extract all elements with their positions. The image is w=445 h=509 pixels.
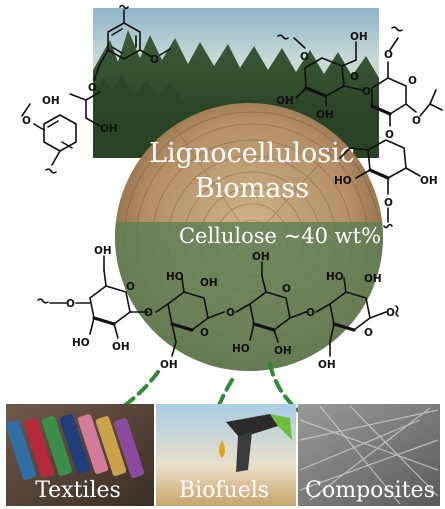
atom-HO: HO xyxy=(72,337,90,349)
atom-O: O xyxy=(306,307,315,319)
atom-O: O xyxy=(282,283,291,295)
atom-OH: OH xyxy=(94,245,112,257)
atom-O: O xyxy=(350,71,359,83)
atom-OH: OH xyxy=(252,251,270,263)
cellulose-subtitle: Cellulose ~40 wt% xyxy=(179,224,381,248)
atom-O: O xyxy=(22,115,31,127)
panel-biofuels: Biofuels xyxy=(156,404,296,506)
atom-O: O xyxy=(364,327,373,339)
atom-O: O xyxy=(386,307,395,319)
atom-O: O xyxy=(384,197,393,209)
atom-OH: OH xyxy=(350,31,368,43)
atom-OH: OH xyxy=(420,175,438,187)
atom-OH: OH xyxy=(364,273,382,285)
title-line1: Lignocellulosic xyxy=(149,138,355,169)
atom-HO: HO xyxy=(232,343,250,355)
panel-label-composites: Composites xyxy=(305,478,435,503)
atom-O: O xyxy=(200,327,209,339)
atom-O: O xyxy=(150,54,159,66)
atom-OH: OH xyxy=(100,123,118,135)
atom-HO: HO xyxy=(326,271,344,283)
atom-O: O xyxy=(412,115,421,127)
hemicellulose-fragment: O OH O OH OH O O O O O HO OH xyxy=(276,26,443,229)
cellulose-chain: O OH O HO OH O HO OH O OH O OH O xyxy=(37,245,399,371)
atom-O: O xyxy=(144,307,153,319)
atom-HO: HO xyxy=(166,271,184,283)
atom-O: O xyxy=(226,307,235,319)
panel-textiles: Textiles xyxy=(5,404,154,506)
atom-OH: OH xyxy=(200,277,218,289)
atom-O: O xyxy=(362,86,371,98)
atom-O: O xyxy=(300,51,309,63)
panel-composites: Composites xyxy=(298,404,440,506)
atom-OH: OH xyxy=(42,95,60,107)
atom-OH: OH xyxy=(160,359,178,371)
atom-OH: OH xyxy=(274,345,292,357)
atom-OH: OH xyxy=(318,359,336,371)
title-line2: Biomass xyxy=(195,173,309,204)
atom-OH: OH xyxy=(276,95,294,107)
atom-OH: OH xyxy=(316,109,334,121)
atom-OH: OH xyxy=(112,341,130,353)
panel-label-textiles: Textiles xyxy=(35,478,121,503)
atom-O: O xyxy=(384,49,393,61)
lignin-fragment: O O OH OH O xyxy=(21,4,171,174)
panel-label-biofuels: Biofuels xyxy=(179,478,269,503)
atom-O: O xyxy=(126,281,135,293)
atom-O: O xyxy=(385,129,394,141)
atom-HO: HO xyxy=(334,175,352,187)
atom-O: O xyxy=(66,298,75,310)
atom-O: O xyxy=(408,75,417,87)
atom-O: O xyxy=(88,82,97,94)
